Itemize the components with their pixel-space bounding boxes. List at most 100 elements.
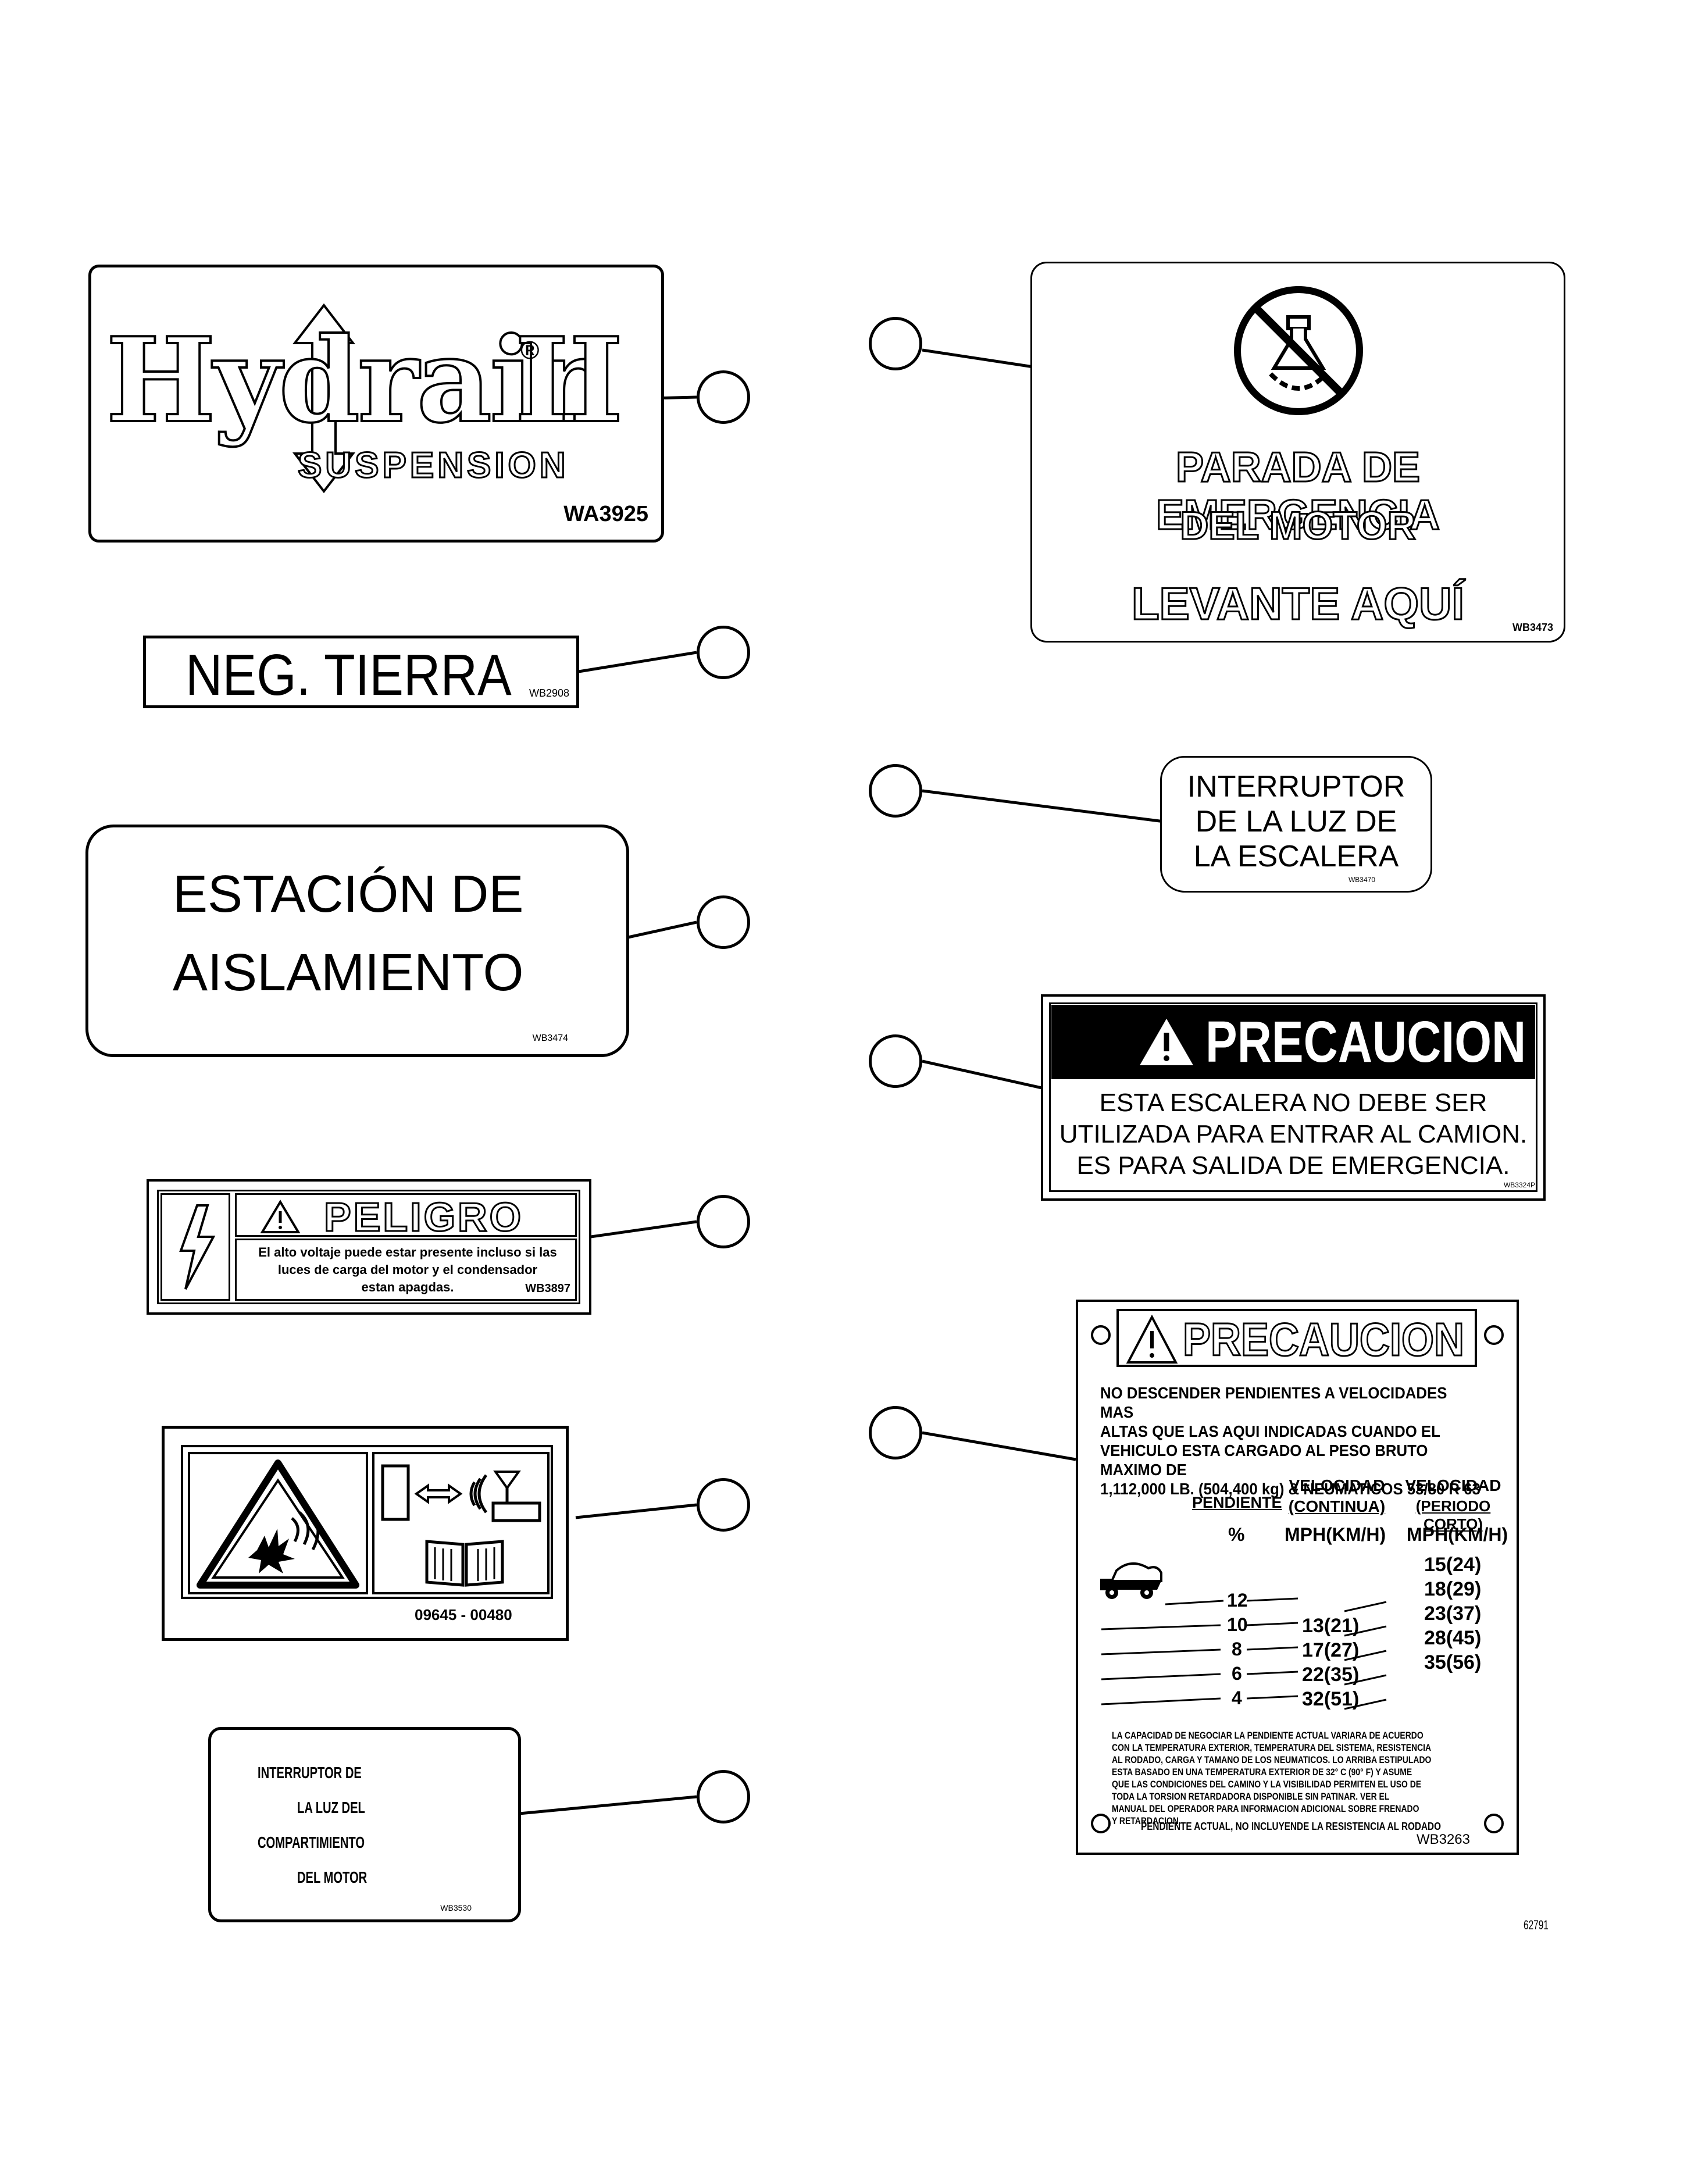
callout-estacion bbox=[697, 895, 750, 949]
escalera-luz-line1: INTERRUPTOR bbox=[1187, 770, 1405, 804]
decal-code: WA3925 bbox=[563, 502, 648, 526]
warning-triangle-icon bbox=[1140, 1019, 1193, 1065]
pictogram-frame bbox=[181, 1445, 553, 1599]
decal-precaucion-pendientes: PRECAUCION NO DESCENDER PENDIENTES A VEL… bbox=[1076, 1300, 1519, 1855]
speed-corto: 35(56) bbox=[1424, 1651, 1482, 1673]
grade-value: 10 bbox=[1227, 1614, 1248, 1635]
note-line: AL RODADO, CARGA Y TAMANO DE LOS NEUMATI… bbox=[1112, 1754, 1432, 1765]
decal-code: WB3473 bbox=[1512, 622, 1553, 633]
speed-corto: 18(29) bbox=[1424, 1578, 1482, 1600]
note-line: ESTA BASADO EN UNA TEMPERATURA EXTERIOR … bbox=[1112, 1767, 1412, 1778]
callout-precaucion-escalera bbox=[869, 1034, 922, 1088]
unit-pct: % bbox=[1228, 1524, 1245, 1545]
emergencia-line1: PARADA DE EMERGENCIA bbox=[1155, 444, 1440, 540]
peligro-title: PELIGRO bbox=[323, 1194, 524, 1241]
callout-escalera-luz bbox=[869, 764, 922, 818]
leader-line-peligro bbox=[578, 1220, 697, 1240]
speed-continua: 22(35) bbox=[1302, 1664, 1360, 1686]
haul-truck-icon bbox=[1100, 1562, 1162, 1599]
unit-continua: MPH(KM/H) bbox=[1285, 1524, 1386, 1545]
col-corto-l1: VELOCIDAD bbox=[1405, 1476, 1501, 1494]
peligro-body-line3: estan apagdas. bbox=[361, 1280, 454, 1294]
note-line: MANUAL DEL OPERADOR PARA INFORMACION ADI… bbox=[1112, 1803, 1419, 1814]
col-corto-l2: (PERIODO CORTO) bbox=[1415, 1497, 1491, 1533]
peligro-body-line2: luces de carga del motor y el condensado… bbox=[277, 1262, 538, 1277]
speed-continua: 17(27) bbox=[1302, 1639, 1360, 1661]
decal-precaucion-escalera: PRECAUCION ESTA ESCALERA NO DEBE SER UTI… bbox=[1041, 994, 1546, 1201]
callout-compartimiento bbox=[697, 1770, 750, 1823]
pictogram-right-panel bbox=[372, 1452, 550, 1594]
decal-hydrair: Hydrair II ® SUSPENSION WA3925 bbox=[88, 265, 664, 543]
estacion-line1: ESTACIÓN DE bbox=[173, 865, 524, 923]
grade-value: 8 bbox=[1232, 1639, 1242, 1660]
mounting-hole bbox=[1091, 1325, 1111, 1345]
callout-emergencia bbox=[869, 317, 922, 370]
escalera-luz-line2: DE LA LUZ DE bbox=[1195, 805, 1397, 838]
mounting-hole bbox=[1484, 1325, 1504, 1345]
callout-neg-tierra bbox=[697, 626, 750, 679]
leader-line-escalera-luz bbox=[922, 789, 1165, 823]
grade-value: 6 bbox=[1232, 1663, 1242, 1684]
decal-pictogram: 09645 - 00480 bbox=[162, 1426, 569, 1641]
speed-corto: 15(24) bbox=[1424, 1554, 1482, 1576]
emergencia-line3: LEVANTE AQUÍ bbox=[1130, 577, 1465, 630]
intro-line: 1,112,000 LB. (504,400 kg) & NEUMATICOS … bbox=[1100, 1480, 1480, 1498]
callout-peligro bbox=[697, 1195, 750, 1248]
decal-code: WB3897 bbox=[525, 1282, 570, 1295]
decal-code: WB3263 bbox=[1416, 1832, 1470, 1847]
speed-continua: 32(51) bbox=[1302, 1688, 1360, 1710]
note-line: QUE LAS CONDICIONES DEL CAMINO Y LA VISI… bbox=[1112, 1779, 1422, 1790]
peligro-body-line1: El alto voltaje puede estar presente inc… bbox=[258, 1245, 557, 1259]
up-down-arrow-icon bbox=[292, 303, 356, 494]
pendientes-title: PRECAUCION bbox=[1182, 1313, 1465, 1366]
decal-compartimiento: INTERRUPTOR DE LA LUZ DEL COMPARTIMIENTO… bbox=[208, 1727, 521, 1922]
decal-code: WB3324P bbox=[1503, 1181, 1535, 1189]
decal-estacion: ESTACIÓN DE AISLAMIENTO WB3474 bbox=[85, 825, 629, 1057]
note-line: CON LA TEMPERATURA EXTERIOR, TEMPERATURA… bbox=[1112, 1742, 1432, 1753]
precaucion-escalera-line1: ESTA ESCALERA NO DEBE SER bbox=[1099, 1089, 1487, 1117]
decal-code: WB3474 bbox=[532, 1033, 568, 1043]
callout-pictogram bbox=[697, 1478, 750, 1532]
pictogram-left-panel bbox=[188, 1452, 368, 1594]
figure-number: 62791 bbox=[1524, 1918, 1549, 1932]
decal-peligro: PELIGRO El alto voltaje puede estar pres… bbox=[147, 1179, 591, 1315]
peligro-header: PELIGRO bbox=[235, 1193, 577, 1241]
speed-corto: 23(37) bbox=[1424, 1603, 1482, 1625]
decal-code: WB2908 bbox=[529, 687, 569, 699]
warning-triangle-icon bbox=[1126, 1315, 1178, 1364]
col-continua-l2: (CONTINUA) bbox=[1288, 1497, 1386, 1515]
note-line: TODA LA TORSION RETARDADORA DISPONIBLE S… bbox=[1112, 1791, 1390, 1802]
note-line: LA CAPACIDAD DE NEGOCIAR LA PENDIENTE AC… bbox=[1112, 1730, 1424, 1741]
decal-code: 09645 - 00480 bbox=[415, 1606, 512, 1623]
leader-line-neg-tierra bbox=[578, 651, 697, 673]
callout-hydrair bbox=[697, 370, 750, 424]
mounting-hole bbox=[1484, 1814, 1504, 1833]
decal-code: WB3470 bbox=[1348, 876, 1375, 884]
warning-triangle-icon bbox=[260, 1200, 301, 1233]
hydrair-roman: II bbox=[513, 312, 625, 449]
decal-neg-tierra: NEG. TIERRA WB2908 bbox=[143, 636, 579, 708]
speed-corto: 28(45) bbox=[1424, 1627, 1482, 1649]
pendientes-footer: PENDIENTE ACTUAL, NO INCLUYENDE LA RESIS… bbox=[1141, 1821, 1441, 1832]
leader-line-pictogram bbox=[575, 1503, 697, 1519]
leader-line-precaucion-pendientes bbox=[922, 1431, 1076, 1461]
hydrair-subtitle: SUSPENSION bbox=[297, 445, 569, 487]
precaucion-escalera-line3: ES PARA SALIDA DE EMERGENCIA. bbox=[1076, 1151, 1510, 1180]
precaucion-escalera-line2: UTILIZADA PARA ENTRAR AL CAMION. bbox=[1059, 1120, 1528, 1148]
decal-code: WB3530 bbox=[440, 1903, 472, 1912]
pendientes-notes: LA CAPACIDAD DE NEGOCIAR LA PENDIENTE AC… bbox=[1112, 1729, 1431, 1827]
explosion-warning-icon bbox=[197, 1459, 359, 1589]
registered-mark: ® bbox=[520, 336, 540, 365]
compartimiento-line4: DEL MOTOR bbox=[297, 1868, 368, 1886]
unit-corto: MPH(KM/H) bbox=[1407, 1524, 1508, 1545]
intro-line: NO DESCENDER PENDIENTES A VELOCIDADES MA… bbox=[1100, 1384, 1447, 1421]
leader-line-compartimiento bbox=[512, 1795, 697, 1816]
precaucion-escalera-header: PRECAUCION bbox=[1051, 1005, 1535, 1079]
radio-transmission-icon bbox=[381, 1464, 541, 1522]
manual-book-icon bbox=[425, 1540, 504, 1587]
emergencia-line2: DEL MOTOR bbox=[1179, 503, 1417, 549]
lightning-icon bbox=[179, 1204, 216, 1290]
speed-continua: 13(21) bbox=[1302, 1615, 1360, 1637]
